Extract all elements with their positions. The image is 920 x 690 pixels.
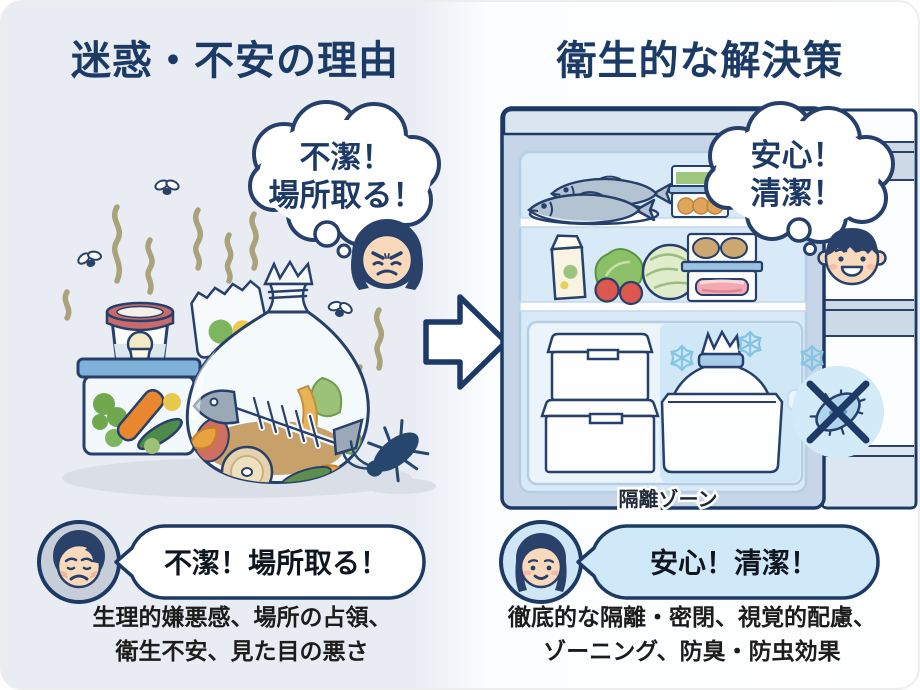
positive-thought-bubble: 安心！ 清潔！	[704, 101, 895, 286]
right-speech-text: 安心！清潔！	[650, 547, 818, 580]
fly-icon	[152, 177, 182, 196]
happy-man-face	[817, 228, 887, 286]
storage-container	[540, 398, 660, 474]
right-caption-line-2: ゾーニング、防臭・防虫効果	[543, 639, 841, 665]
right-quote-row: 安心！清潔！	[499, 520, 880, 604]
thought-line-2: 場所取る！	[269, 178, 424, 214]
right-caption-line-1: 徹底的な隔離・密閉、視覚的配慮、	[508, 605, 876, 631]
cabbage	[641, 243, 699, 301]
speech-bubble	[114, 524, 426, 600]
milk-carton	[549, 234, 587, 301]
left-speech-text: 不潔！場所取る！	[164, 547, 388, 580]
storage-container	[546, 332, 654, 402]
left-panel-title: 迷惑・不安の理由	[71, 38, 399, 84]
right-caption: 徹底的な隔離・密閉、視覚的配慮、 ゾーニング、防臭・防虫効果	[472, 601, 912, 669]
second-shelf-food	[549, 232, 764, 306]
speech-bubble	[576, 524, 880, 600]
tomato	[618, 280, 644, 306]
fish-skeleton-icon	[192, 389, 364, 456]
cockroach-shadow	[364, 478, 436, 494]
left-quote-row: 不潔！場所取る！	[37, 520, 426, 604]
isolation-container	[660, 392, 784, 474]
thought-line-1: 不潔！	[300, 140, 393, 176]
fly-icon	[73, 246, 106, 272]
garbage-bag	[185, 259, 370, 484]
left-caption: 生理的嫌悪感、場所の占領、 衛生不安、見た目の悪さ	[30, 601, 454, 669]
angry-woman-face	[351, 219, 423, 290]
vegetable-container	[76, 357, 202, 456]
cockroach-icon	[341, 419, 430, 483]
isolation-zone-label: 隔離ゾーン	[619, 487, 718, 511]
thought-line-1: 安心！	[751, 138, 844, 174]
garbage-scene-illustration	[62, 177, 436, 498]
left-caption-line-1: 生理的嫌悪感、場所の占領、	[92, 605, 392, 631]
transform-arrow-icon	[423, 294, 509, 390]
negative-thought-bubble: 不潔！ 場所取る！	[248, 100, 441, 290]
freezer-compartment	[526, 320, 804, 486]
no-germs-icon	[787, 366, 884, 458]
left-caption-line-2: 衛生不安、見た目の悪さ	[115, 639, 369, 665]
thought-line-2: 清潔！	[751, 176, 844, 212]
right-panel-title: 衛生的な解決策	[556, 38, 844, 84]
tomato	[594, 277, 620, 303]
